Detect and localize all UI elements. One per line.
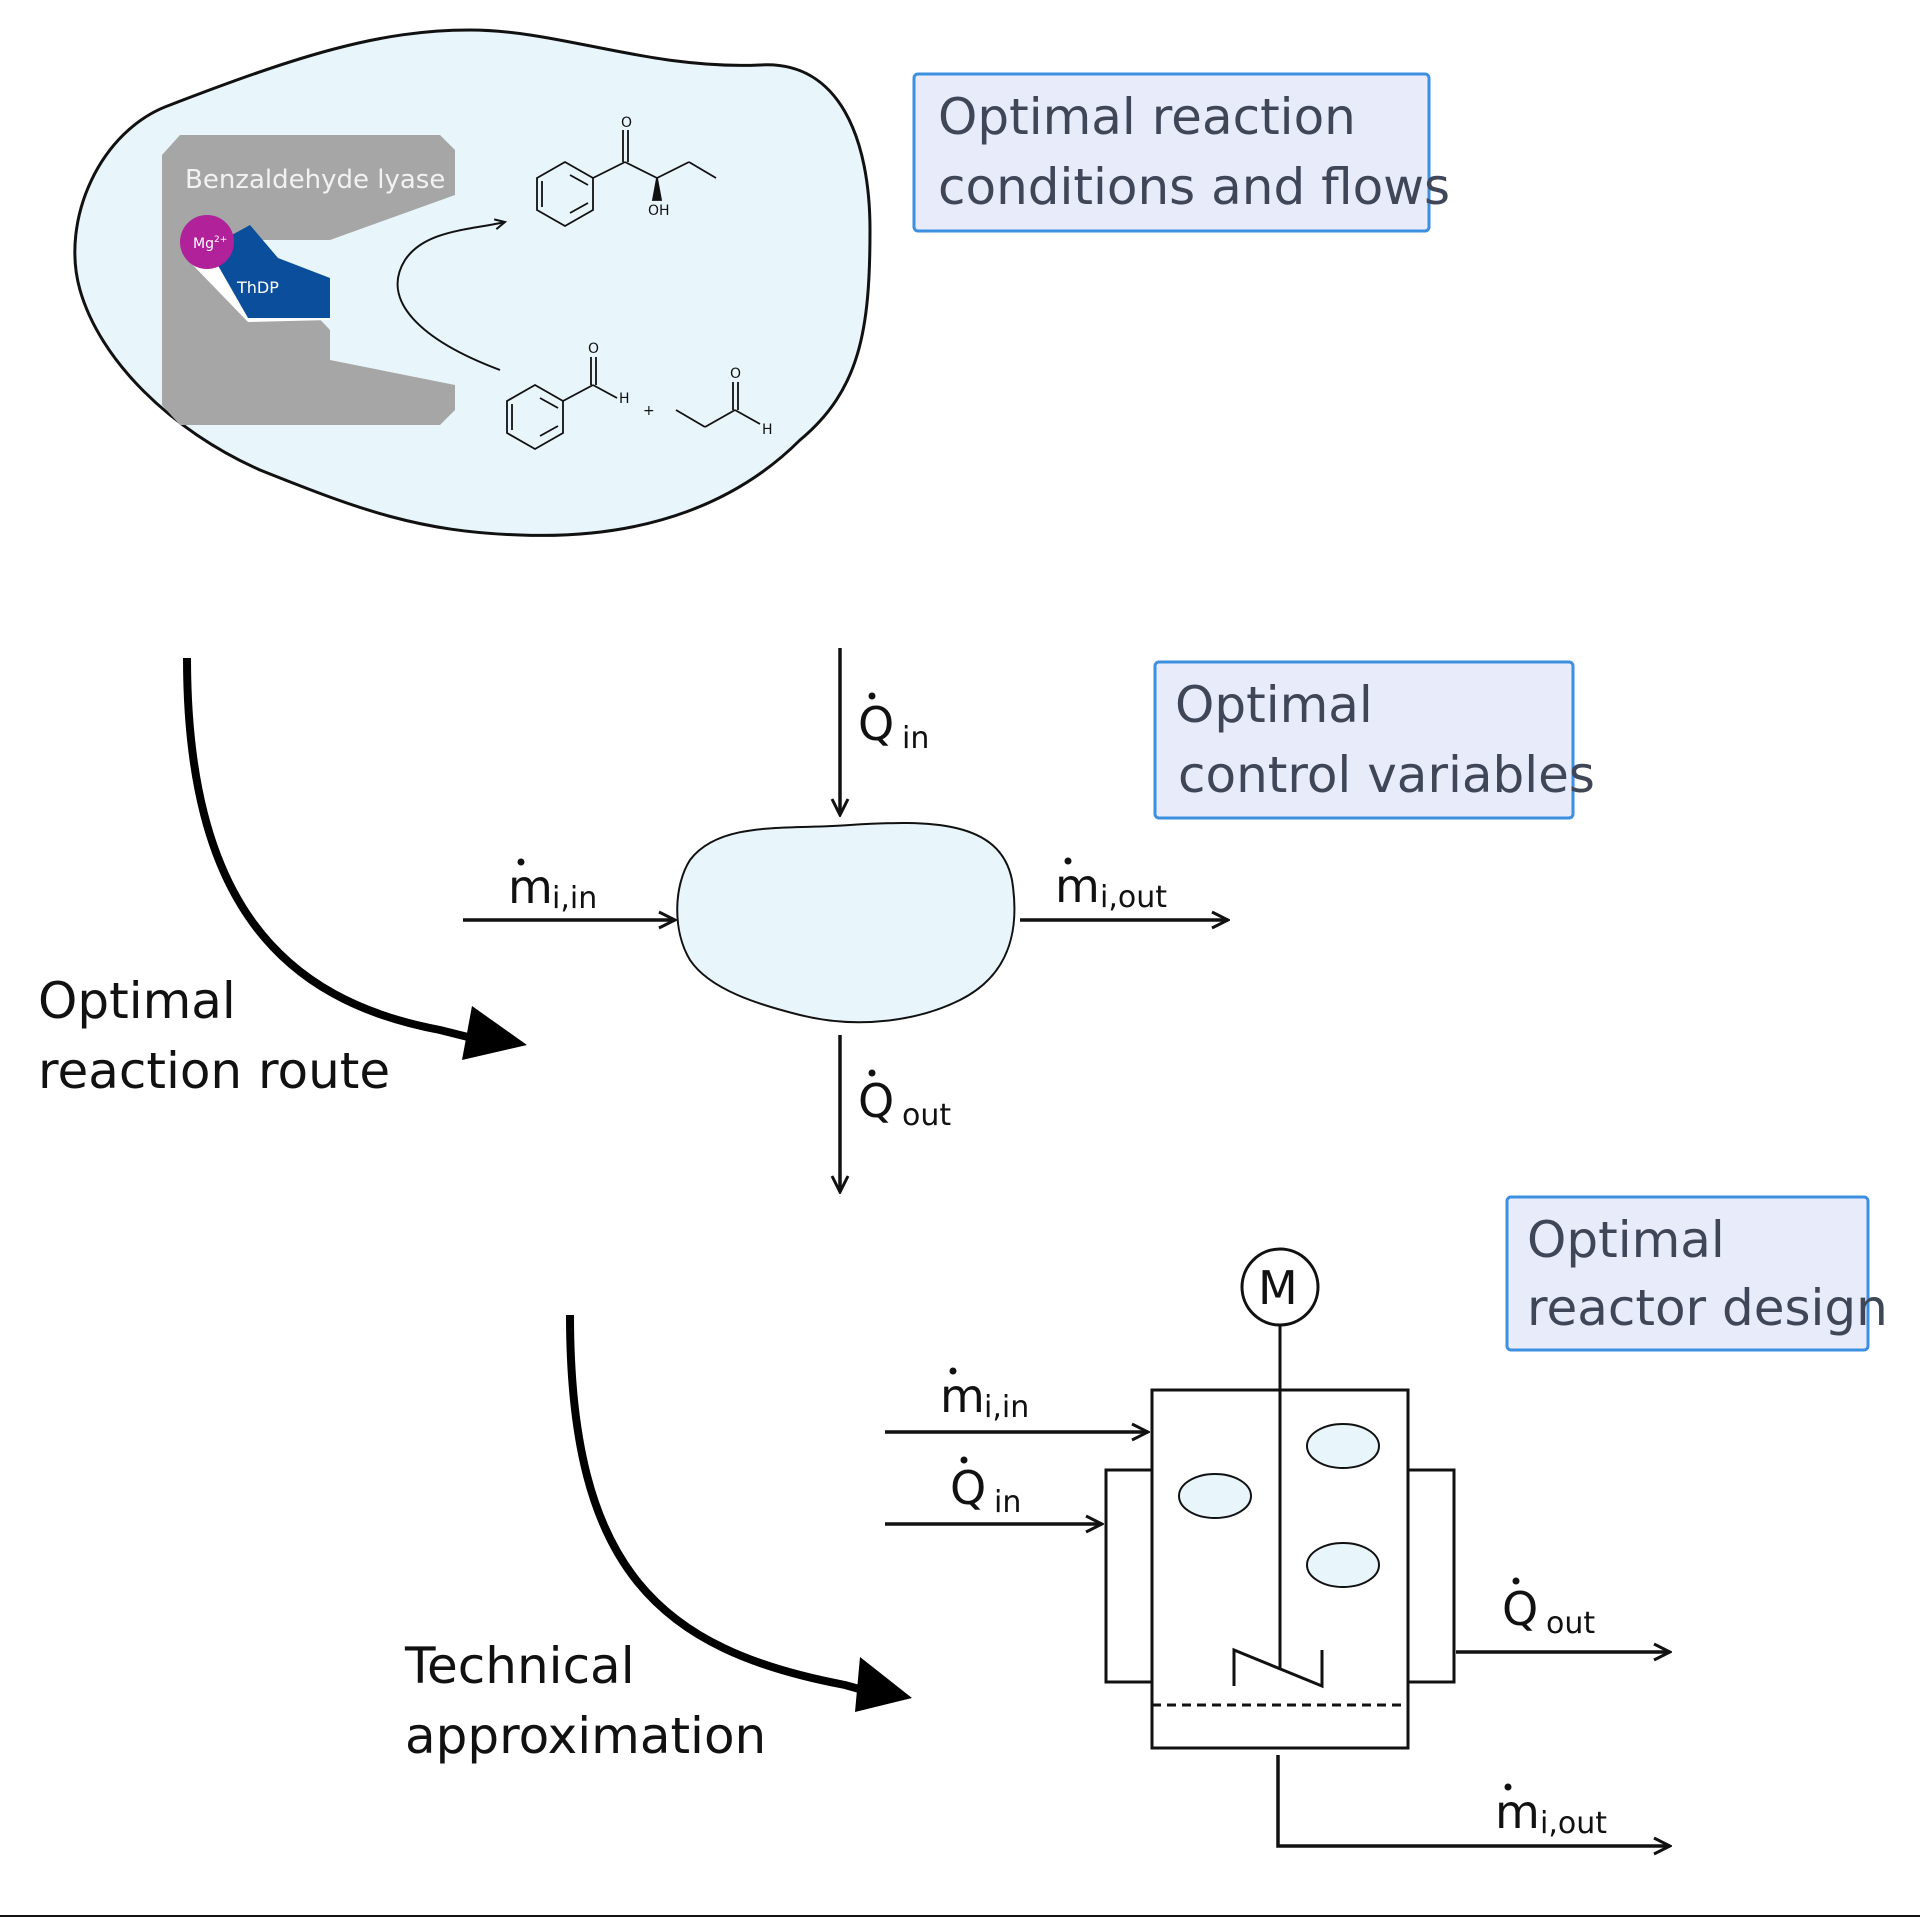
svg-text:m: m bbox=[508, 860, 553, 914]
cell-blob-3 bbox=[1306, 1542, 1380, 1588]
svg-text:m: m bbox=[940, 1369, 985, 1423]
product-oh: OH bbox=[648, 203, 670, 219]
m-in-label: m i,in bbox=[508, 858, 597, 916]
svg-text:Q: Q bbox=[858, 697, 894, 751]
svg-text:m: m bbox=[1055, 859, 1100, 913]
control-volume-blob bbox=[676, 822, 1016, 1024]
propanal-molecule bbox=[675, 382, 761, 428]
benzaldehyde-h: H bbox=[619, 391, 630, 407]
box-control-frame bbox=[1153, 660, 1575, 820]
propanal-o: O bbox=[730, 366, 741, 382]
svg-text:i,in: i,in bbox=[984, 1390, 1029, 1425]
stirred-tank-reactor: M bbox=[1104, 1247, 1456, 1750]
technical-approximation-arrow bbox=[566, 1314, 912, 1712]
benzaldehyde-molecule bbox=[506, 357, 618, 451]
box-optimal-conditions: Optimal reaction conditions and flows bbox=[912, 72, 1450, 233]
box-reactor-line2: reactor design bbox=[1527, 1279, 1888, 1337]
product-o: O bbox=[621, 115, 632, 131]
box-reactor-line1: Optimal bbox=[1527, 1211, 1725, 1269]
svg-text:m: m bbox=[1495, 1785, 1540, 1839]
box-conditions-line2: conditions and flows bbox=[938, 158, 1450, 216]
motor-label: M bbox=[1258, 1261, 1298, 1315]
reactor-q-in-label: Q in bbox=[950, 1456, 1021, 1520]
product-molecule bbox=[536, 130, 717, 228]
plus-sign: + bbox=[643, 403, 655, 419]
enzyme-shape bbox=[162, 135, 455, 425]
svg-text:in: in bbox=[902, 721, 929, 756]
box-conditions-frame bbox=[912, 72, 1431, 233]
svg-text:out: out bbox=[1546, 1606, 1595, 1641]
reactor-m-in-label: m i,in bbox=[940, 1367, 1029, 1425]
reactor-m-out-label: m i,out bbox=[1495, 1783, 1607, 1841]
box-control-line1: Optimal bbox=[1175, 676, 1373, 734]
svg-text:i,in: i,in bbox=[552, 881, 597, 916]
mg-ion bbox=[180, 215, 234, 269]
enzyme-name: Benzaldehyde lyase bbox=[185, 165, 445, 195]
technical-label-line2: approximation bbox=[405, 1707, 766, 1765]
box-optimal-control: Optimal control variables bbox=[1153, 660, 1595, 820]
svg-text:out: out bbox=[902, 1098, 951, 1133]
reactor-q-out-label: Q out bbox=[1502, 1577, 1595, 1641]
box-optimal-reactor: Optimal reactor design bbox=[1505, 1195, 1888, 1352]
route-label-line1: Optimal bbox=[38, 972, 236, 1030]
route-label-line2: reaction route bbox=[38, 1042, 390, 1100]
svg-text:i,out: i,out bbox=[1100, 880, 1167, 915]
svg-text:Q: Q bbox=[858, 1074, 894, 1128]
box-conditions-line1: Optimal reaction bbox=[938, 88, 1356, 146]
m-out-label: m i,out bbox=[1055, 857, 1167, 915]
heating-jacket-left bbox=[1104, 1468, 1154, 1684]
heating-jacket-right bbox=[1406, 1468, 1456, 1684]
reaction-route-arrow bbox=[183, 657, 527, 1060]
svg-text:in: in bbox=[994, 1485, 1021, 1520]
svg-text:Q: Q bbox=[1502, 1582, 1538, 1636]
box-reactor-frame bbox=[1505, 1195, 1870, 1352]
reaction-arrow bbox=[396, 222, 505, 371]
stirrer-impeller bbox=[1232, 1647, 1324, 1689]
reactor-m-out-arrow bbox=[1276, 1755, 1670, 1846]
cell-blob-1 bbox=[1178, 1473, 1252, 1519]
svg-text:i,out: i,out bbox=[1540, 1806, 1607, 1841]
thdp-shape bbox=[208, 225, 330, 318]
q-in-label: Q in bbox=[858, 692, 929, 756]
q-out-label: Q out bbox=[858, 1069, 951, 1133]
box-control-line2: control variables bbox=[1178, 746, 1595, 804]
cell-blob-2 bbox=[1306, 1423, 1380, 1469]
mg-label: Mg2+ bbox=[193, 235, 227, 252]
technical-label-line1: Technical bbox=[404, 1637, 635, 1695]
cell-illustration: Benzaldehyde lyase Mg2+ ThDP O OH bbox=[73, 28, 872, 537]
thdp-label: ThDP bbox=[236, 278, 279, 297]
benzaldehyde-o: O bbox=[588, 341, 599, 357]
propanal-h: H bbox=[762, 422, 773, 438]
svg-text:Q: Q bbox=[950, 1461, 986, 1515]
